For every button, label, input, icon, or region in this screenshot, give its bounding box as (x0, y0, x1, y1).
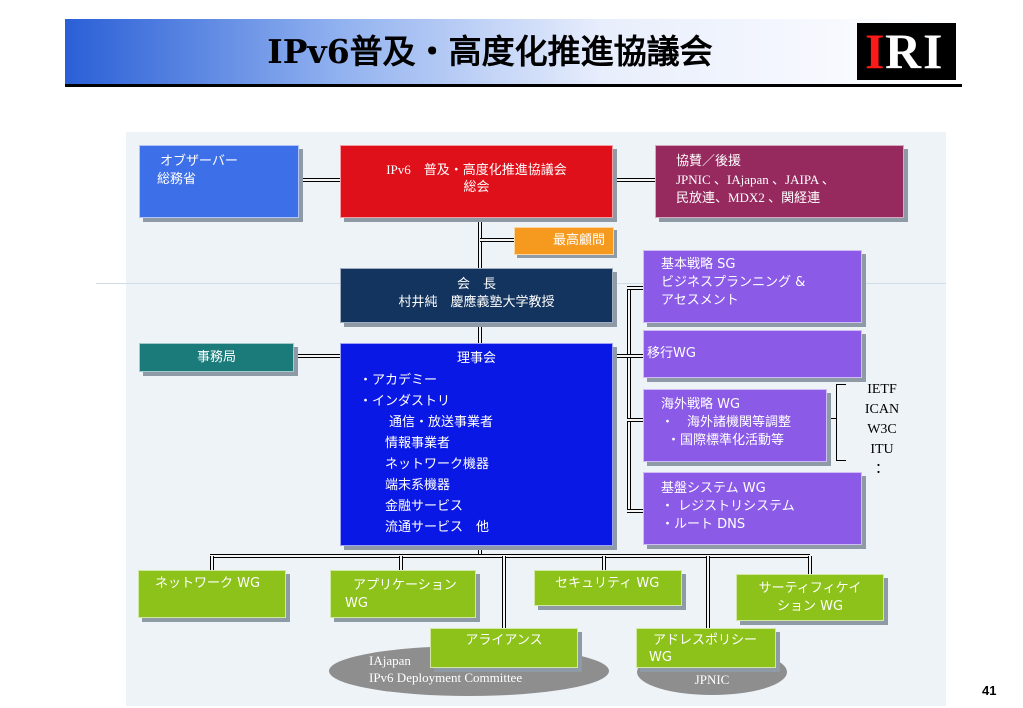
slide-title: IPv6普及・高度化推進協議会 (267, 32, 713, 71)
iajapan-committee: IPv6 Deployment Committee (369, 670, 523, 685)
connector-chairman-board (478, 323, 482, 344)
wg-infra-box: 基盤システム WG ・ レジストリシステム ・ルート DNS (643, 472, 862, 545)
connector-general-chairman (478, 216, 482, 272)
board-item-terminal: 端末系機器 (385, 478, 451, 493)
org-ietf: IETF (867, 382, 897, 397)
bracket-orgs-top (836, 384, 846, 385)
chairman-name: 村井純 慶應義塾大学教授 (398, 295, 555, 310)
secretariat-label: 事務局 (196, 350, 236, 365)
board-item-finance: 金融サービス (385, 499, 464, 514)
connector-wg-network (210, 556, 214, 570)
org-itu: ITU (870, 442, 894, 457)
org-ican: ICAN (864, 402, 900, 417)
sponsors-box: 協賛／後援 JPNIC 、IAjapan 、JAIPA 、 民放連、MDX2 、… (655, 145, 904, 218)
board-item-telecom: 通信・放送事業者 (389, 415, 494, 430)
connector-board-right (613, 354, 643, 358)
page-number: 41 (982, 683, 997, 698)
connector-alliance (502, 556, 506, 628)
connector-wg-security (602, 556, 606, 570)
logo-letter-r: R (885, 23, 922, 79)
chairman-label: 会 長 (456, 277, 496, 292)
connector-wg-infra (627, 509, 643, 513)
general-assembly-name: IPv6 普及・高度化推進協議会 (386, 162, 567, 177)
org-w3c: W3C (867, 422, 897, 437)
observer-label: オブザーバー (160, 154, 238, 169)
alliance-box: アライアンス (430, 628, 578, 668)
alliance-label: アライアンス (465, 633, 543, 648)
wg-security-label: セキュリティ WG (555, 576, 660, 591)
wg-security-box: セキュリティ WG (534, 570, 682, 606)
sg-basic-line2: ビジネスプランニング & (661, 275, 806, 290)
board-item-industry: ・インダストリ (359, 394, 451, 409)
wg-overseas-line3: ・国際標準化活動等 (667, 433, 785, 448)
connector-wg-application (399, 556, 403, 570)
chairman-box: 会 長 村井純 慶應義塾大学教授 (340, 268, 613, 323)
general-assembly-label: 総会 (463, 180, 490, 195)
board-box: 理事会 ・アカデミー ・インダストリ 通信・放送事業者 情報事業者 ネットワーク… (340, 343, 613, 546)
sg-basic-box: 基本戦略 SG ビジネスプランニング & アセスメント (643, 250, 862, 323)
connector-wg-overseas (627, 418, 643, 422)
board-item-retail: 流通サービス 他 (385, 520, 490, 535)
iri-logo: I R I (857, 23, 956, 80)
orgs-list: IETF ICAN W3C ITU ： (862, 380, 902, 480)
connector-advisor (480, 238, 514, 242)
title-bar (65, 19, 962, 87)
wg-infra-line2: ・ レジストリシステム (661, 499, 795, 514)
board-item-info: 情報事業者 (385, 436, 451, 451)
jpnic-label: JPNIC (694, 672, 730, 687)
connector-right-trunk (627, 286, 631, 512)
bracket-orgs-stem (827, 418, 836, 419)
wg-infra-title: 基盤システム WG (661, 481, 766, 496)
board-item-academy: ・アカデミー (359, 373, 438, 388)
wg-address-line2: WG (649, 650, 672, 665)
board-item-network: ネットワーク機器 (385, 457, 490, 472)
connector-bottom-bus (210, 554, 810, 558)
sponsors-label: 協賛／後援 (676, 154, 742, 169)
secretariat-box: 事務局 (139, 343, 294, 372)
wg-transition-box: 移行WG (643, 330, 862, 378)
connector-wg-cert (808, 556, 812, 574)
advisor-label: 最高顧問 (552, 233, 605, 248)
logo-letter-i1: I (865, 23, 885, 79)
wg-address-box: アドレスポリシー WG (636, 628, 776, 668)
org-more: ： (875, 462, 889, 477)
bracket-orgs (836, 384, 837, 460)
wg-infra-line3: ・ルート DNS (661, 517, 746, 532)
connector-observer (300, 178, 340, 182)
connector-board-bottom (478, 546, 482, 556)
sponsors-line2: JPNIC 、IAjapan 、JAIPA 、 (676, 172, 835, 187)
connector-sg-basic (627, 286, 643, 290)
advisor-box: 最高顧問 (514, 227, 614, 255)
connector-address (706, 556, 710, 628)
bracket-orgs-bottom (836, 460, 846, 461)
sg-basic-title: 基本戦略 SG (661, 257, 736, 272)
observer-box: オブザーバー 総務省 (139, 145, 299, 218)
wg-cert-line1: サーティフィケイ (758, 581, 862, 596)
wg-address-line1: アドレスポリシー (653, 633, 758, 648)
wg-application-line2: WG (345, 596, 368, 611)
wg-application-box: アプリケーション WG (330, 570, 476, 618)
wg-cert-line2: ション WG (776, 599, 844, 614)
wg-overseas-title: 海外戦略 WG (661, 397, 741, 412)
logo-letter-i2: I (923, 23, 943, 79)
wg-transition-label: 移行WG (647, 346, 696, 361)
sg-basic-line3: アセスメント (661, 293, 739, 308)
wg-overseas-box: 海外戦略 WG ・ 海外諸機関等調整 ・国際標準化活動等 (643, 389, 827, 462)
wg-network-label: ネットワーク WG (155, 576, 261, 591)
sponsors-line3: 民放連、MDX2 、関経連 (676, 190, 821, 205)
connector-sponsors (613, 178, 655, 182)
wg-application-line1: アプリケーション (353, 578, 457, 593)
general-assembly-box: IPv6 普及・高度化推進協議会 総会 (340, 145, 613, 218)
board-title: 理事会 (456, 351, 496, 366)
wg-cert-box: サーティフィケイ ション WG (736, 574, 884, 621)
iajapan-name: IAjapan (369, 653, 411, 668)
observer-member: 総務省 (157, 172, 197, 187)
connector-secretariat (294, 354, 340, 358)
wg-overseas-line2: ・ 海外諸機関等調整 (661, 415, 792, 430)
wg-network-box: ネットワーク WG (138, 570, 286, 618)
